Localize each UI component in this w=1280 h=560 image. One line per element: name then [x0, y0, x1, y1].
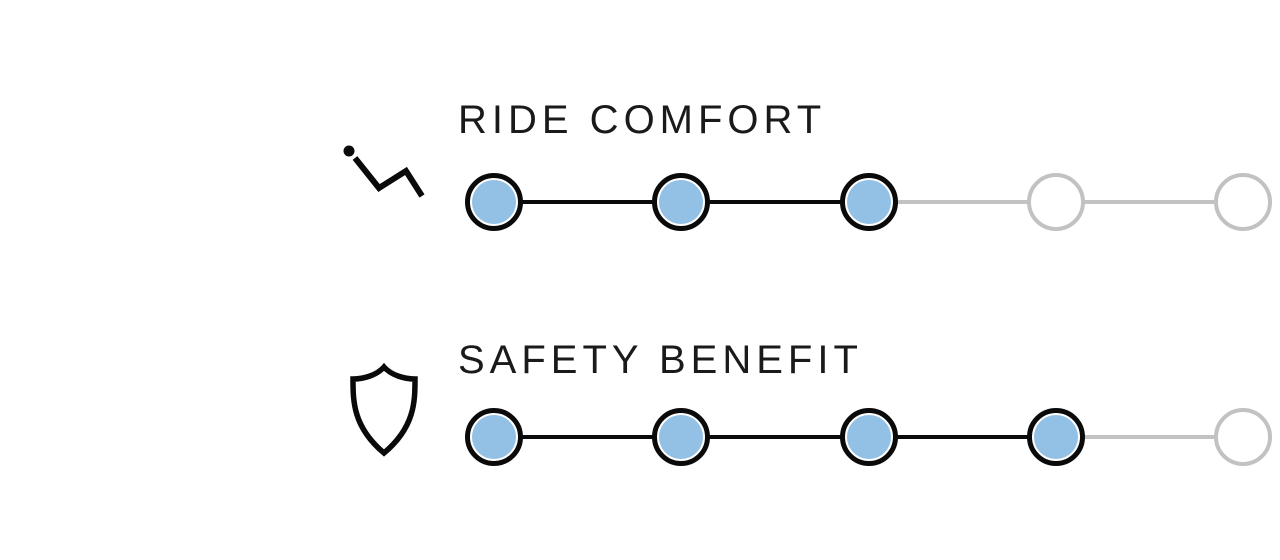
- rating-dot-fill: [659, 180, 704, 224]
- rating-dot-fill: [846, 415, 891, 459]
- rating-dot-filled: [465, 408, 523, 466]
- rating-dot-filled: [652, 408, 711, 466]
- rating-dot-fill: [1033, 415, 1078, 459]
- rating-dot-fill: [659, 415, 704, 459]
- scale-connector-inactive: [1055, 200, 1243, 204]
- rating-dot-filled: [839, 408, 898, 466]
- rating-dot-filled: [652, 173, 711, 231]
- safety-benefit-rating-scale: [465, 408, 1272, 466]
- rating-dot-empty: [1026, 173, 1085, 231]
- rating-dot-fill: [472, 180, 516, 224]
- rating-dot-filled: [1026, 408, 1085, 466]
- rating-dot-empty: [1214, 173, 1272, 231]
- rating-dot-fill: [472, 415, 516, 459]
- scale-connector-inactive: [1055, 435, 1243, 439]
- ride-comfort-title: RIDE COMFORT: [458, 98, 827, 142]
- safety-benefit-title: SAFETY BENEFIT: [458, 338, 863, 382]
- rating-dot-filled: [465, 173, 523, 231]
- scale-connector-active: [868, 435, 1056, 439]
- scale-connector-active: [494, 435, 682, 439]
- scale-connector-inactive: [868, 200, 1056, 204]
- scale-connector-active: [681, 200, 869, 204]
- reclined-seat-icon: [338, 138, 433, 213]
- shield-icon: [346, 363, 422, 457]
- rating-dot-filled: [839, 173, 898, 231]
- ride-comfort-rating-scale: [465, 173, 1272, 231]
- rating-dot-empty: [1214, 408, 1272, 466]
- rating-dot-fill: [846, 180, 891, 224]
- scale-connector-active: [681, 435, 869, 439]
- scale-connector-active: [494, 200, 682, 204]
